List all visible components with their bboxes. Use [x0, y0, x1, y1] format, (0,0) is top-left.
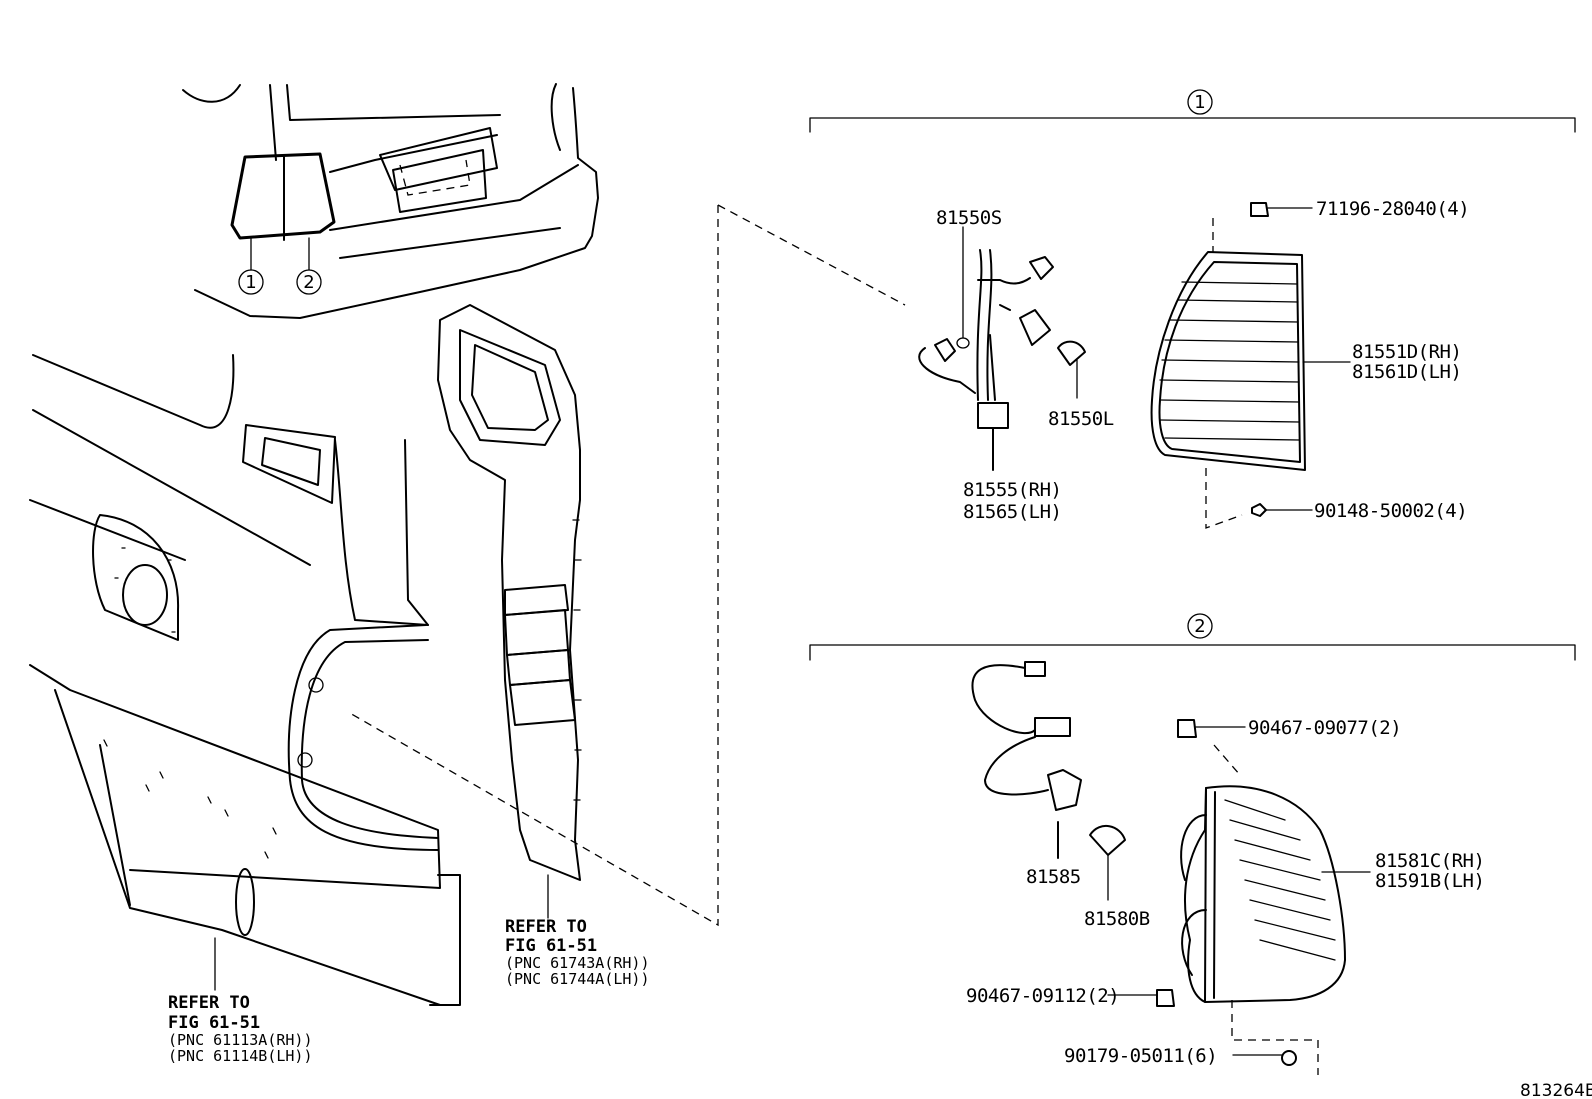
diagram-id: 813264B	[1520, 1081, 1592, 1099]
pn-81591B: 81591B(LH)	[1375, 870, 1484, 892]
group-2: 2 81585 81580B	[809, 613, 1576, 1075]
group-1: 1 81550S 81550L 81555(RH) 81565(LH)	[809, 89, 1576, 529]
lamp-81581C	[1180, 785, 1346, 1003]
pn-81555: 81555(RH)	[963, 479, 1061, 501]
group-1-number: 1	[1194, 92, 1205, 113]
pn-81585: 81585	[1026, 866, 1081, 888]
inner-quarter-panel	[437, 304, 582, 919]
pn-81581C: 81581C(RH)	[1375, 850, 1484, 872]
group-2-number: 2	[1194, 616, 1205, 637]
pn-81580B: 81580B	[1084, 908, 1150, 930]
pn-90148-50002: 90148-50002(4)	[1314, 500, 1467, 522]
pn-81550S: 81550S	[936, 207, 1002, 229]
svg-text:(PNC 61743A(RH)): (PNC 61743A(RH))	[505, 954, 650, 972]
callout-2-label: 2	[303, 272, 314, 293]
svg-text:(PNC 61114B(LH)): (PNC 61114B(LH))	[168, 1047, 313, 1065]
lamp-81551D	[1150, 251, 1306, 471]
svg-text:(PNC 61744A(LH)): (PNC 61744A(LH))	[505, 970, 650, 988]
vehicle-side-body	[29, 354, 461, 1006]
pn-81550L: 81550L	[1048, 408, 1114, 430]
pn-81565: 81565(LH)	[963, 501, 1061, 523]
pn-90179-05011: 90179-05011(6)	[1064, 1045, 1217, 1067]
pn-81561D: 81561D(LH)	[1352, 361, 1461, 383]
pn-71196-28040: 71196-28040(4)	[1316, 198, 1469, 220]
pn-81551D: 81551D(RH)	[1352, 341, 1461, 363]
callout-1-label: 1	[245, 272, 256, 293]
svg-text:FIG 61-51: FIG 61-51	[168, 1013, 260, 1033]
pn-90467-09077: 90467-09077(2)	[1248, 717, 1401, 739]
svg-text:REFER TO: REFER TO	[505, 917, 587, 937]
svg-text:FIG 61-51: FIG 61-51	[505, 936, 597, 956]
pn-90467-09112: 90467-09112(2)	[966, 985, 1119, 1007]
socket-wire-81555	[918, 249, 1054, 471]
refer-note-left: REFER TO FIG 61-51 (PNC 61113A(RH)) (PNC…	[168, 993, 313, 1065]
socket-wire-81585	[971, 661, 1082, 859]
svg-text:(PNC 61113A(RH)): (PNC 61113A(RH))	[168, 1031, 313, 1049]
vehicle-rear-view: 1 2	[182, 83, 599, 319]
svg-text:REFER TO: REFER TO	[168, 993, 250, 1013]
refer-note-middle: REFER TO FIG 61-51 (PNC 61743A(RH)) (PNC…	[505, 917, 650, 988]
